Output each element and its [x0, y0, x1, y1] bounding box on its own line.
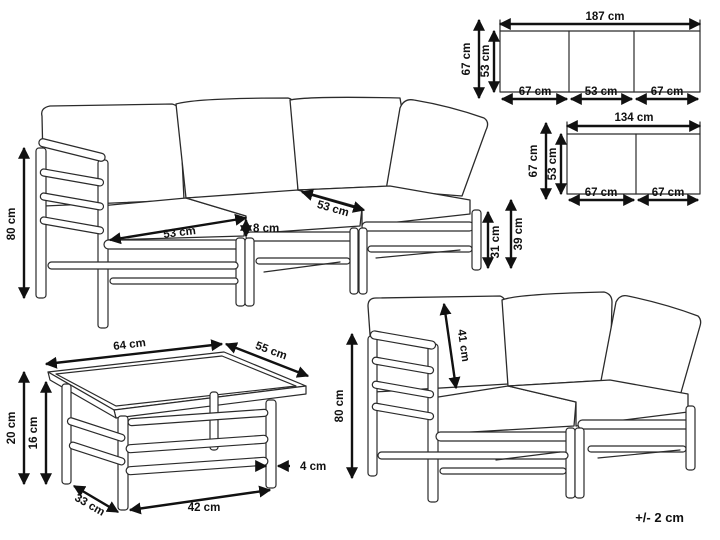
top-view-2seat: 134 cm 67 cm 53 cm 67 cm 67 cm: [528, 112, 702, 206]
dimension-line: [72, 484, 120, 514]
dimension-label: 134 cm: [614, 112, 653, 124]
dimension-label: 53 cm: [585, 86, 618, 98]
dimension-label: 67 cm: [652, 187, 685, 199]
dimension-line: [108, 213, 248, 245]
dimension-label: 31 cm: [490, 226, 502, 259]
dimension-label: 41 cm: [455, 329, 471, 363]
dimension-label: 67 cm: [519, 86, 552, 98]
dimension-line: [44, 339, 224, 369]
dimension-line: [300, 189, 366, 213]
back-cushion: [385, 99, 489, 197]
back-cushion: [41, 103, 185, 207]
dimension-label: 80 cm: [6, 208, 18, 241]
dimension-label: 8 cm: [253, 223, 279, 235]
back-cushion: [175, 97, 299, 199]
table-leg: [61, 383, 72, 485]
dimension-label: 64 cm: [113, 337, 147, 353]
back-cushion: [501, 291, 613, 387]
top-view-3seat: 187 cm 67 cm 53 cm 67 cm 53 cm 67 cm: [461, 11, 702, 105]
sofa-2seat-drawing: [367, 291, 702, 503]
dimension-label: 67 cm: [528, 145, 540, 178]
top-view-3seat-outline: [499, 30, 701, 93]
dimension-label: 20 cm: [6, 412, 18, 445]
dimension-label: 16 cm: [28, 417, 40, 450]
dimension-label: 42 cm: [188, 502, 221, 514]
coffee-table-dimensions: 64 cm 55 cm 20 cm 16 cm 33 cm 42 cm 4 cm: [6, 337, 326, 519]
table-leg: [209, 391, 219, 451]
back-cushion: [599, 294, 702, 397]
coffee-table-drawing: [47, 351, 307, 511]
dimension-label: 67 cm: [585, 187, 618, 199]
dimension-label: 80 cm: [334, 390, 346, 423]
dimension-label: 67 cm: [461, 43, 473, 76]
dimension-label: 187 cm: [585, 11, 624, 23]
dimension-label: 53 cm: [163, 225, 197, 241]
dimension-line: [128, 485, 272, 515]
dimension-label: 53 cm: [480, 45, 492, 78]
dimension-line: [439, 302, 461, 390]
dimension-label: 67 cm: [651, 86, 684, 98]
top-view-2seat-outline: [566, 133, 701, 195]
dimension-line: [224, 342, 310, 378]
back-cushion: [289, 96, 403, 191]
dimension-label: 4 cm: [300, 461, 326, 473]
sofa-3seat-drawing: [35, 96, 489, 329]
dimension-label: 39 cm: [513, 218, 525, 251]
dimension-label: 55 cm: [254, 340, 289, 362]
sofa-2seat-dimensions: 80 cm 41 cm: [334, 302, 471, 480]
tolerance-note: +/- 2 cm: [635, 510, 684, 525]
dimension-label: 53 cm: [547, 148, 559, 181]
